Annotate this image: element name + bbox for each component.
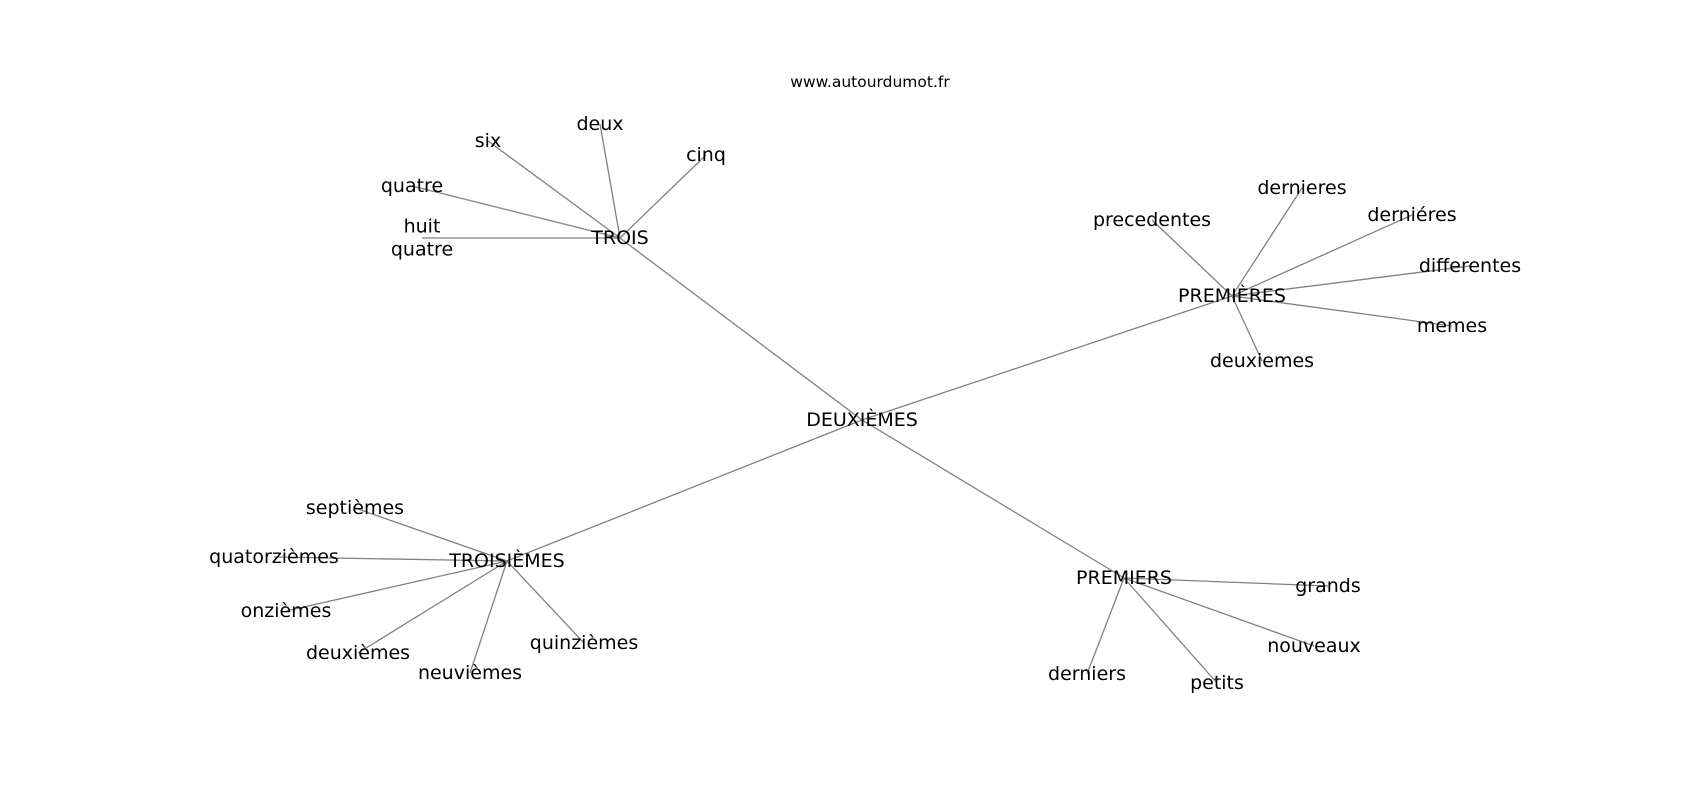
- edge-hub-leaf: [1123, 577, 1218, 684]
- leaf-node: cinq: [686, 144, 726, 166]
- edge-hub-leaf: [1123, 577, 1315, 647]
- leaf-node: precedentes: [1093, 209, 1211, 231]
- center-node: DEUXIÈMES: [806, 408, 918, 431]
- edge-hub-leaf: [273, 556, 508, 562]
- leaf-node: memes: [1417, 315, 1487, 337]
- leaf-node: quinzièmes: [530, 632, 638, 654]
- leaf-node: petits: [1190, 672, 1244, 694]
- edge-hub-leaf: [1231, 295, 1453, 327]
- graph-edges: [273, 123, 1471, 684]
- edge-hub-leaf: [1231, 295, 1263, 362]
- edge-hub-leaf: [1231, 265, 1471, 297]
- leaf-node: quatorzièmes: [209, 546, 339, 568]
- edge-hub-leaf: [1151, 219, 1233, 297]
- hub-node: PREMIERS: [1076, 567, 1172, 589]
- leaf-node: differentes: [1419, 255, 1521, 277]
- edge-hub-leaf: [411, 185, 621, 239]
- leaf-node: six: [475, 130, 501, 152]
- edge-hub-leaf: [357, 560, 508, 654]
- edge-hub-leaf: [469, 560, 508, 674]
- edge-hub-leaf: [599, 123, 621, 239]
- edge-hub-leaf: [1231, 187, 1303, 297]
- leaf-node: dernieres: [1257, 177, 1346, 199]
- hub-node: TROIS: [590, 227, 648, 249]
- edge-hub-leaf: [285, 560, 508, 612]
- leaf-node: quatre: [381, 175, 443, 197]
- edge-hub-leaf: [619, 154, 707, 239]
- leaf-node: deuxiemes: [1210, 350, 1314, 372]
- edge-hub-leaf: [354, 507, 508, 562]
- edge-hub-leaf: [506, 560, 585, 644]
- hub-node: TROISIÈMES: [448, 549, 565, 572]
- leaf-node: derniers: [1048, 663, 1126, 685]
- leaf-node: septièmes: [306, 497, 404, 519]
- leaf-node: deux: [576, 113, 623, 135]
- leaf-node: deuxièmes: [306, 642, 410, 664]
- edge-center-hub: [506, 419, 863, 562]
- leaf-node: grands: [1295, 575, 1361, 597]
- edge-hub-leaf: [1123, 577, 1329, 587]
- edge-hub-leaf: [1086, 577, 1125, 675]
- edge-center-hub: [619, 237, 863, 421]
- leaf-node: neuvièmes: [418, 662, 522, 684]
- leaf-node: derniéres: [1367, 204, 1456, 226]
- leaf-node: onzièmes: [241, 600, 332, 622]
- source-label: www.autourdumot.fr: [790, 73, 950, 91]
- leaf-node: nouveaux: [1267, 635, 1361, 657]
- edge-center-hub: [861, 295, 1233, 421]
- edge-hub-leaf: [1231, 214, 1413, 297]
- hub-node: PREMIÈRES: [1178, 284, 1286, 307]
- edge-hub-leaf: [487, 140, 621, 239]
- edge-center-hub: [861, 419, 1125, 579]
